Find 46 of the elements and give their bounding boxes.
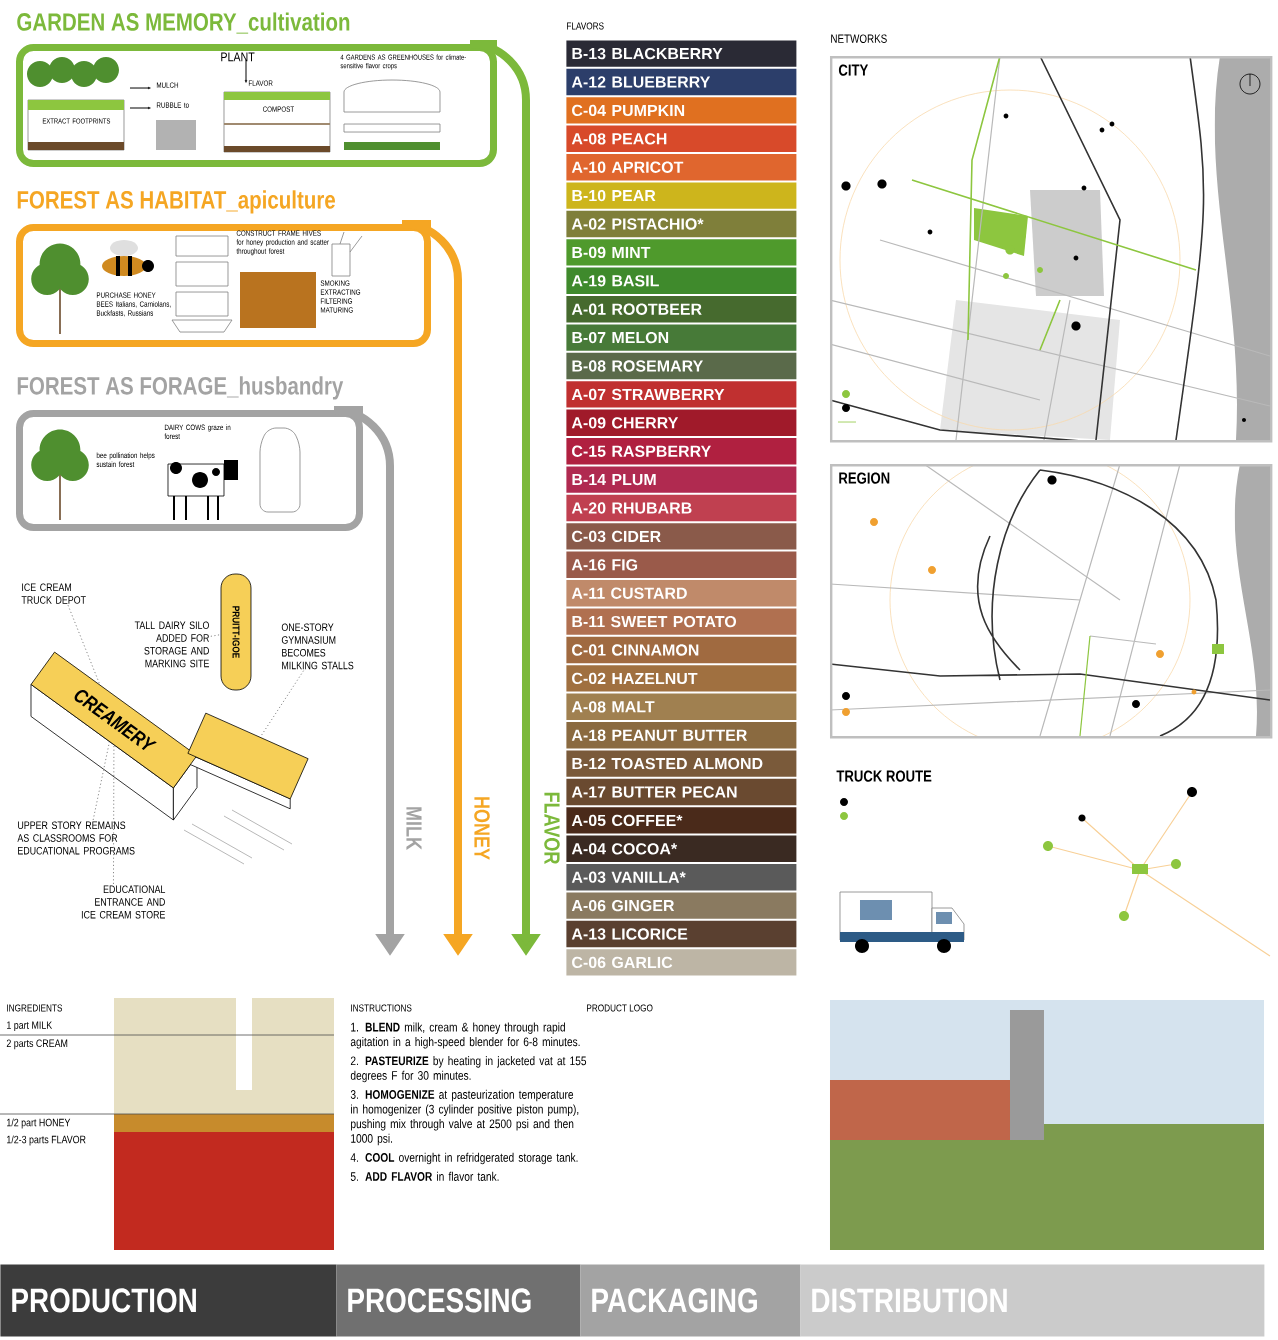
heading: TRUCK ROUTE [836,770,932,782]
flavor-bar: C-03 CIDER [566,523,797,550]
flavor-bar: B-10 PEAR [566,182,797,209]
flavor-bar: A-05 COFFEE* [566,807,797,834]
flavor-bar: B-07 MELON [566,324,797,351]
flavor-bar: C-04 PUMPKIN [566,97,797,124]
flavor-bar: A-08 PEACH [566,125,797,152]
flavor-bar: A-07 STRAWBERRY [566,381,797,408]
map-panel: REGION [830,464,1273,739]
flavor-bar: A-08 MALT [566,693,797,720]
section-band: PROCESSING [336,1264,581,1337]
flavor-bar: A-10 APRICOT [566,154,797,181]
flavor-bar: B-13 BLACKBERRY [566,40,797,67]
flavor-bar: A-12 BLUEBERRY [566,68,797,96]
edge-label: FLAVOR [542,789,562,867]
panel-heading: FOREST AS FORAGE_husbandry [17,376,344,400]
flavor-bar: A-13 LICORICE [566,920,797,948]
panel-heading: GARDEN AS MEMORY_cultivation [17,12,350,34]
flavor-bar: A-16 FIG [566,551,797,578]
section-band: PRODUCTION [0,1264,337,1337]
panel-heading: FOREST AS HABITAT_apiculture [17,190,335,214]
flavor-bar: B-14 PLUM [566,466,797,493]
flavor-bar: C-06 GARLIC [566,949,797,976]
flavor-bar: A-01 ROOTBEER [566,296,797,323]
flavor-bar: B-09 MINT [566,239,797,266]
gymnasium-block [187,712,309,800]
flavor-bar: A-02 PISTACHIO* [566,210,797,238]
flavor-bar: A-20 RHUBARB [566,494,797,522]
section-band: PACKAGING [580,1264,801,1337]
edge-label: MILK [404,803,424,853]
flavor-bar: A-09 CHERRY [566,409,797,436]
flavor-bar: A-03 VANILLA* [566,864,797,891]
flavor-bar: A-06 GINGER [566,892,797,919]
flavor-bar: C-01 CINNAMON [566,636,797,664]
flavor-bar: A-04 COCOA* [566,835,797,862]
edge-label: HONEY [472,793,492,863]
flavor-bar: A-18 PEANUT BUTTER [566,722,797,749]
flavor-bar: A-17 BUTTER PECAN [566,778,797,806]
flavor-bar: A-11 CUSTARD [566,580,797,607]
flavor-bar: C-15 RASPBERRY [566,438,797,465]
flavor-bar: B-08 ROSEMARY [566,352,797,380]
flavor-bar: A-19 BASIL [566,267,797,294]
flavor-bar: B-12 TOASTED ALMOND [566,750,797,777]
flavor-bar: C-02 HAZELNUT [566,665,797,692]
flavor-bar: B-11 SWEET POTATO [566,608,797,635]
map-panel: CITY [830,56,1273,443]
